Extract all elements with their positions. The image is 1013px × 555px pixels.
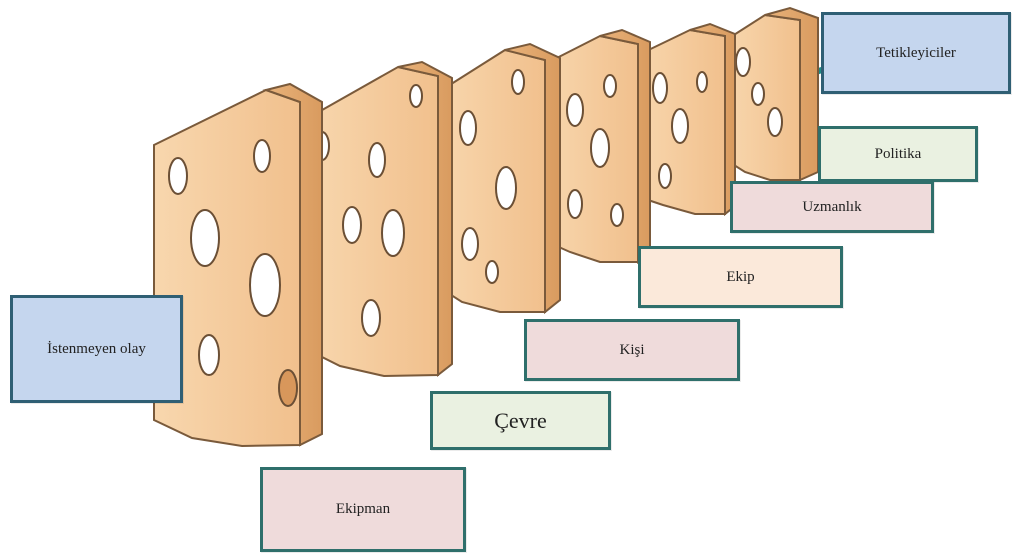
label-expertise: Uzmanlık	[730, 181, 934, 233]
label-team: Ekip	[638, 246, 843, 308]
cheese-slice-6	[726, 8, 818, 180]
label-person: Kişi	[524, 319, 740, 381]
label-environment: Çevre	[430, 391, 611, 450]
label-equipment: Ekipman	[260, 467, 466, 552]
cheese-slice-3	[437, 44, 560, 312]
label-triggers: Tetikleyiciler	[821, 12, 1011, 94]
label-unwanted-event: İstenmeyen olay	[10, 295, 183, 403]
cheese-slice-2	[308, 62, 452, 376]
label-policy: Politika	[818, 126, 978, 182]
